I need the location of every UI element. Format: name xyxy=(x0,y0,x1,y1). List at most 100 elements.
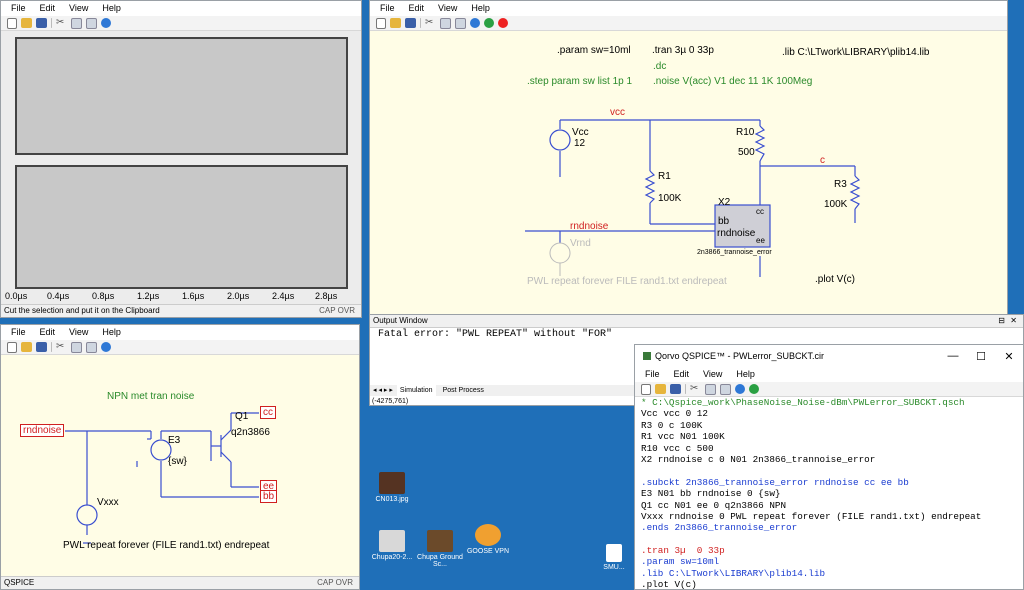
help-icon[interactable] xyxy=(470,18,480,28)
menu-view[interactable]: View xyxy=(69,327,89,337)
x2-name[interactable]: X2 xyxy=(718,197,731,208)
subckt-name[interactable]: 2n3866_trannoise_error xyxy=(697,249,772,256)
save-icon[interactable] xyxy=(405,18,416,28)
netlist-line[interactable] xyxy=(641,534,981,545)
netlist-line[interactable]: R3 0 c 100K xyxy=(641,419,703,431)
r3-value[interactable]: 100K xyxy=(824,199,848,210)
net-label-rndnoise[interactable]: rndnoise xyxy=(570,221,609,232)
netlist-line[interactable]: .tran 3µ 0 33p xyxy=(641,545,725,557)
save-icon[interactable] xyxy=(670,384,681,394)
save-icon[interactable] xyxy=(36,342,47,352)
directive-dc[interactable]: .dc xyxy=(653,61,667,72)
netlist-line[interactable]: .lib C:\LTwork\LIBRARY\plib14.lib xyxy=(641,567,826,579)
desktop-icon[interactable]: SMU... xyxy=(594,544,634,571)
netlist-line[interactable] xyxy=(641,465,981,476)
cut-icon[interactable]: ✂ xyxy=(425,17,434,28)
copy-icon[interactable] xyxy=(71,341,82,353)
netlist-line[interactable]: Vcc vcc 0 12 xyxy=(641,408,708,420)
netlist-line[interactable]: E3 N01 bb rndnoise 0 {sw} xyxy=(641,488,781,500)
desktop-icon[interactable]: Chupa20-2... xyxy=(366,530,418,561)
r10-value[interactable]: 500 xyxy=(738,147,755,158)
paste-icon[interactable] xyxy=(455,17,466,29)
e3-value[interactable]: {sw} xyxy=(168,456,187,467)
help-icon[interactable] xyxy=(735,384,745,394)
menu-help[interactable]: Help xyxy=(471,3,490,13)
paste-icon[interactable] xyxy=(720,383,731,395)
output-window-close-icon[interactable]: ✕ xyxy=(1010,316,1017,325)
directive-noise[interactable]: .noise V(acc) V1 dec 11 1K 100Meg xyxy=(653,76,813,87)
q1-model[interactable]: q2n3866 xyxy=(231,427,270,438)
directive-lib[interactable]: .lib C:\LTwork\LIBRARY\plib14.lib xyxy=(782,47,930,58)
vrnd-name[interactable]: Vrnd xyxy=(570,238,591,249)
menu-view[interactable]: View xyxy=(703,369,723,379)
cut-icon[interactable]: ✂ xyxy=(56,341,65,352)
schematic-canvas[interactable]: .param sw=10ml .tran 3µ 0 33p .lib C:\LT… xyxy=(370,31,1007,314)
menu-edit[interactable]: Edit xyxy=(39,3,56,13)
menu-file[interactable]: File xyxy=(11,327,26,337)
open-folder-icon[interactable] xyxy=(655,384,666,394)
save-icon[interactable] xyxy=(36,18,47,28)
net-label-vcc[interactable]: vcc xyxy=(610,107,625,118)
tab-post-process[interactable]: Post Process xyxy=(442,387,484,394)
r1-name[interactable]: R1 xyxy=(658,171,671,182)
copy-icon[interactable] xyxy=(705,383,716,395)
menu-edit[interactable]: Edit xyxy=(408,3,425,13)
close-icon[interactable]: ✕ xyxy=(1004,350,1014,363)
vcc-source-name[interactable]: Vcc xyxy=(572,127,589,138)
net-label-c[interactable]: c xyxy=(820,155,825,166)
cut-icon[interactable]: ✂ xyxy=(690,383,699,394)
help-icon[interactable] xyxy=(101,18,111,28)
tab-simulation[interactable]: Simulation xyxy=(396,385,436,396)
port-cc[interactable]: cc xyxy=(260,406,276,419)
menu-help[interactable]: Help xyxy=(102,327,121,337)
cut-icon[interactable]: ✂ xyxy=(56,17,65,28)
pwl-directive[interactable]: PWL repeat forever FILE rand1.txt endrep… xyxy=(527,276,727,287)
netlist-line[interactable]: .param sw=10ml xyxy=(641,556,720,568)
plot-pane-1[interactable] xyxy=(15,37,348,155)
menu-view[interactable]: View xyxy=(438,3,458,13)
netlist-line[interactable]: X2 rndnoise c 0 N01 2n3866_trannoise_err… xyxy=(641,453,876,465)
netlist-editor[interactable]: * C:\Qspice_work\PhaseNoise_Noise-dBm\PW… xyxy=(641,397,981,590)
open-folder-icon[interactable] xyxy=(21,342,32,352)
new-file-icon[interactable] xyxy=(641,383,651,395)
copy-icon[interactable] xyxy=(71,17,82,29)
desktop-icon[interactable]: Chupa Ground Sc... xyxy=(414,530,466,568)
menu-help[interactable]: Help xyxy=(736,369,755,379)
menu-view[interactable]: View xyxy=(69,3,89,13)
maximize-icon[interactable]: ☐ xyxy=(976,350,986,363)
new-file-icon[interactable] xyxy=(7,341,17,353)
schematic-canvas[interactable]: NPN met tran noise rndnoise E3 {sw} Q1 q… xyxy=(1,355,359,577)
directive-tran[interactable]: .tran 3µ 0 33p xyxy=(652,45,714,56)
netlist-line[interactable]: .ends 2n3866_trannoise_error xyxy=(641,522,798,534)
menu-help[interactable]: Help xyxy=(102,3,121,13)
paste-icon[interactable] xyxy=(86,17,97,29)
stop-simulation-icon[interactable] xyxy=(498,18,508,28)
directive-step[interactable]: .step param sw list 1p 1 xyxy=(527,76,633,87)
directive-param[interactable]: .param sw=10ml xyxy=(557,45,631,56)
port-bb[interactable]: bb xyxy=(260,490,278,503)
r10-name[interactable]: R10 xyxy=(736,127,755,138)
copy-icon[interactable] xyxy=(440,17,451,29)
desktop-icon[interactable]: CN013.jpg xyxy=(366,472,418,503)
r3-name[interactable]: R3 xyxy=(834,179,847,190)
open-folder-icon[interactable] xyxy=(390,18,401,28)
netlist-line[interactable]: .subckt 2n3866_trannoise_error rndnoise … xyxy=(641,476,909,488)
pwl-directive[interactable]: PWL repeat forever (FILE rand1.txt) endr… xyxy=(63,540,270,551)
q1-name[interactable]: Q1 xyxy=(235,411,249,422)
netlist-line[interactable]: .plot V(c) xyxy=(641,579,697,590)
minimize-icon[interactable]: — xyxy=(947,349,959,362)
new-file-icon[interactable] xyxy=(7,17,17,29)
plot-directive[interactable]: .plot V(c) xyxy=(815,274,856,285)
vcc-source-value[interactable]: 12 xyxy=(574,138,586,149)
run-simulation-icon[interactable] xyxy=(749,384,759,394)
window-titlebar[interactable]: Qorvo QSPICE™ - PWLerror_SUBCKT.cir — ☐ … xyxy=(635,345,1023,367)
paste-icon[interactable] xyxy=(86,341,97,353)
tab-scroll-icon[interactable]: ◂ ◂ ▸ ▸ xyxy=(373,387,393,394)
r1-value[interactable]: 100K xyxy=(658,193,682,204)
netlist-line[interactable]: Q1 cc N01 ee 0 q2n3866 NPN xyxy=(641,499,787,511)
plot-pane-2[interactable] xyxy=(15,165,348,289)
net-label-rndnoise[interactable]: rndnoise xyxy=(20,424,65,437)
run-simulation-icon[interactable] xyxy=(484,18,494,28)
vxxx-name[interactable]: Vxxx xyxy=(97,497,119,508)
menu-edit[interactable]: Edit xyxy=(39,327,56,337)
